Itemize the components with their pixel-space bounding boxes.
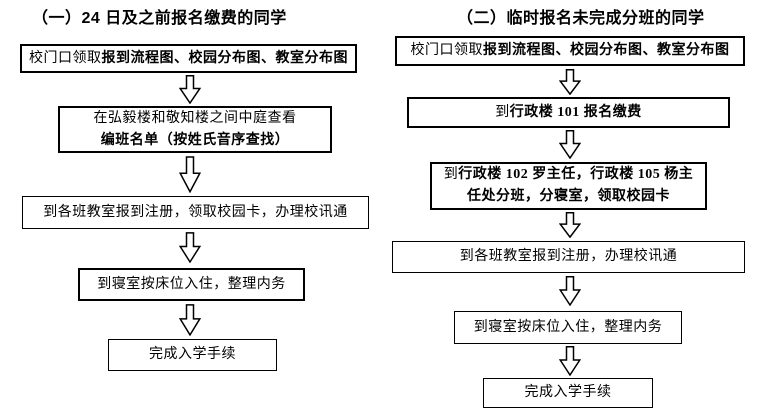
left-step-5-text: 完成入学手续 [149, 347, 236, 362]
right-step-5-box: 到寝室按床位入住，整理内务 [454, 311, 682, 344]
down-arrow-icon [179, 156, 201, 193]
down-arrow-icon [179, 304, 201, 336]
left-step-4-box: 到寝室按床位入住，整理内务 [78, 268, 305, 301]
left-step-1-text: 校门口领取报到流程图、校园分布图、教室分布图 [29, 50, 348, 66]
right-step-2-text: 到行政楼 101 报名缴费 [495, 104, 642, 120]
down-arrow-icon [559, 276, 581, 306]
right-step-4-text: 到各班教室报到注册，办理校讯通 [459, 249, 678, 264]
right-step-5-text: 到寝室按床位入住，整理内务 [473, 319, 663, 335]
right-step-1-text: 校门口领取报到流程图、校园分布图、教室分布图 [410, 43, 730, 58]
right-step-1-box: 校门口领取报到流程图、校园分布图、教室分布图 [395, 36, 745, 66]
left-step-5-box: 完成入学手续 [108, 339, 277, 371]
down-arrow-icon [179, 232, 201, 263]
right-step-2-box: 到行政楼 101 报名缴费 [407, 97, 730, 128]
left-step-3-box: 到各班教室报到注册，领取校园卡，办理校讯通 [22, 196, 369, 229]
down-arrow-icon [559, 69, 581, 95]
left-step-1-box: 校门口领取报到流程图、校园分布图、教室分布图 [20, 44, 357, 73]
right-step-6-text: 完成入学手续 [524, 385, 612, 400]
down-arrow-icon [559, 212, 581, 238]
right-step-6-box: 完成入学手续 [483, 378, 653, 408]
right-flow-title: （二）临时报名未完成分班的同学 [457, 10, 705, 27]
down-arrow-icon [179, 75, 201, 104]
right-step-4-box: 到各班教室报到注册，办理校讯通 [392, 241, 745, 273]
right-step-3-text: 到行政楼 102 罗主任，行政楼 105 杨主 任处分班，分寝室，领取校园卡 [443, 167, 694, 204]
left-flow-title: （一）24 日及之前报名缴费的同学 [32, 10, 287, 27]
left-step-3-text: 到各班教室报到注册，领取校园卡，办理校讯通 [43, 204, 348, 220]
left-step-2-box: 在弘毅楼和敬知楼之间中庭查看 编班名单（按姓氏音序查找） [58, 106, 332, 153]
left-step-2-text: 在弘毅楼和敬知楼之间中庭查看 编班名单（按姓氏音序查找） [93, 110, 297, 148]
left-step-4-text: 到寝室按床位入住，整理内务 [97, 276, 286, 292]
right-step-3-box: 到行政楼 102 罗主任，行政楼 105 杨主 任处分班，分寝室，领取校园卡 [430, 162, 707, 210]
down-arrow-icon [559, 346, 581, 376]
down-arrow-icon [559, 130, 581, 159]
